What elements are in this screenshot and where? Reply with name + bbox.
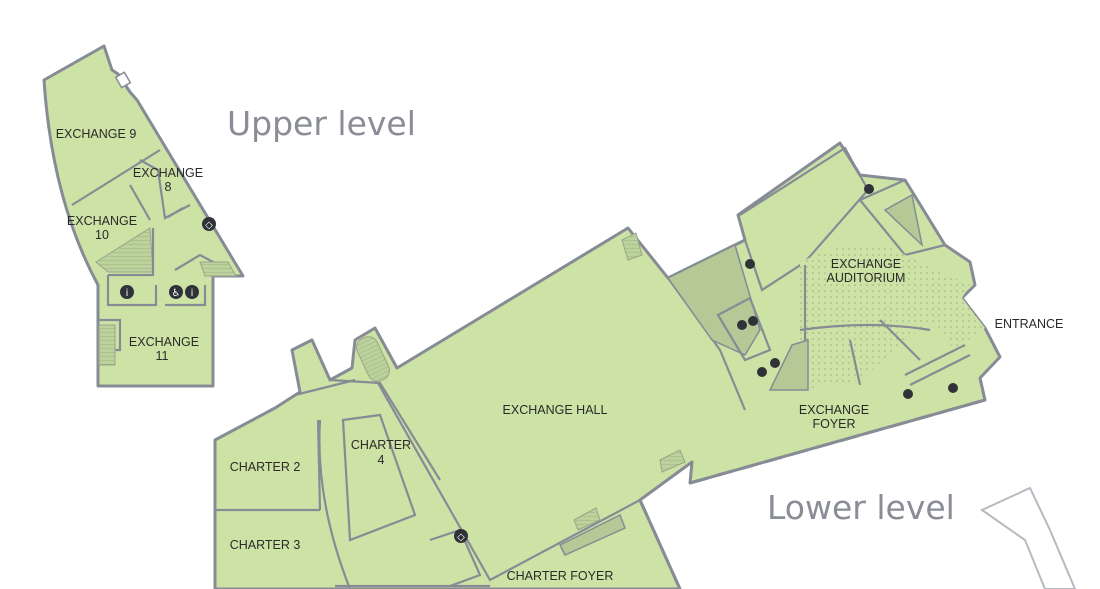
label-exchange-foyer-2: FOYER — [812, 417, 855, 431]
hall-service-area — [666, 243, 761, 356]
accessible-toilet-icon: ♿ — [169, 285, 183, 299]
label-exchange-9: EXCHANGE 9 — [56, 127, 137, 141]
svg-text:i: i — [126, 288, 129, 299]
label-exchange-foyer: EXCHANGE — [799, 403, 869, 417]
label-exchange-8-num: 8 — [165, 180, 172, 194]
road — [979, 486, 1077, 589]
lift-icon — [864, 184, 874, 194]
label-exchange-11: EXCHANGE — [129, 335, 199, 349]
spiral-stairs — [356, 336, 390, 382]
lift-icon: ◇ — [202, 217, 216, 231]
label-exchange-8: EXCHANGE — [133, 166, 203, 180]
label-charter-4-num: 4 — [378, 453, 385, 467]
lower-level-plan — [213, 141, 1002, 589]
upper-level-heading: Upper level — [227, 104, 416, 143]
label-exchange-auditorium: EXCHANGE — [831, 257, 901, 271]
label-charter-foyer: CHARTER FOYER — [507, 569, 614, 583]
cloakroom-icon — [757, 367, 767, 377]
svg-text:i: i — [191, 288, 194, 299]
label-exchange-auditorium-2: AUDITORIUM — [827, 271, 906, 285]
svg-text:♿: ♿ — [172, 288, 181, 299]
svg-text:◇: ◇ — [205, 220, 213, 231]
label-exchange-10-num: 10 — [95, 228, 109, 242]
label-charter-2: CHARTER 2 — [230, 460, 301, 474]
accessible-toilet-icon — [770, 358, 780, 368]
toilet-icon — [737, 316, 758, 330]
auditorium-seating — [800, 244, 985, 390]
label-exchange-11-num: 11 — [156, 349, 169, 363]
lift-icon — [745, 259, 755, 269]
lift-icon: ◇ — [454, 529, 468, 543]
label-exchange-hall: EXCHANGE HALL — [503, 403, 608, 417]
label-exchange-10: EXCHANGE — [67, 214, 137, 228]
label-entrance: ENTRANCE — [995, 317, 1064, 331]
svg-text:◇: ◇ — [457, 532, 465, 543]
upper-level-plan — [42, 44, 245, 388]
toilet-icon: i — [120, 285, 134, 299]
window — [114, 71, 132, 89]
toilet-icon: i — [185, 285, 199, 299]
lift-icon — [948, 383, 958, 393]
upper-level-outline — [42, 44, 245, 388]
label-charter-4: CHARTER — [351, 438, 411, 452]
lower-level-heading: Lower level — [767, 488, 955, 527]
info-icon — [903, 389, 913, 399]
label-charter-3: CHARTER 3 — [230, 538, 301, 552]
